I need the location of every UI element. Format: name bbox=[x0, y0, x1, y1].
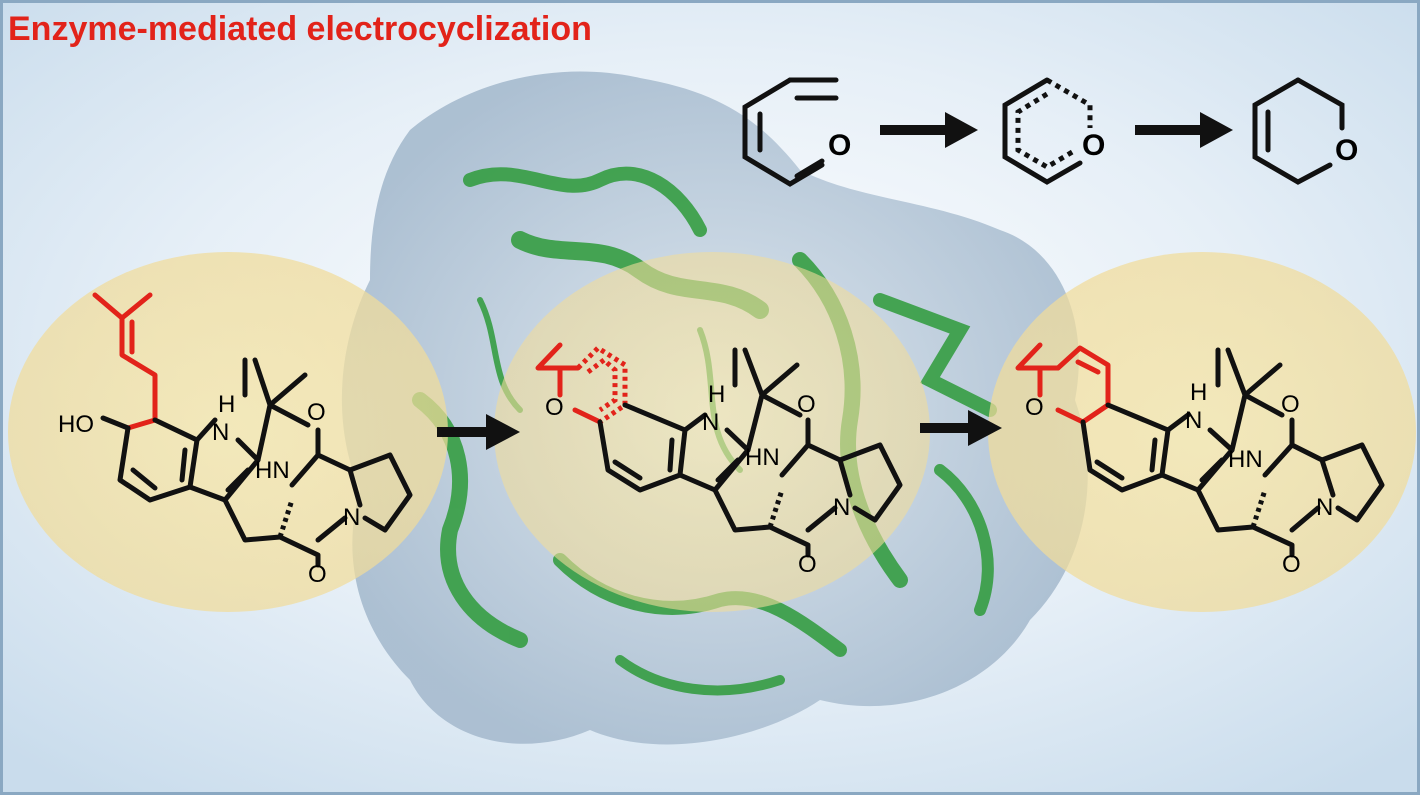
dkp-o-label-2a: O bbox=[797, 391, 816, 418]
indole-h-label-3: H bbox=[1190, 379, 1207, 406]
indole-n-label-1: N bbox=[212, 419, 229, 446]
transition-state-molecule: O N H HN O O N bbox=[535, 342, 903, 578]
proline-n-label-2: N bbox=[833, 494, 850, 521]
reaction-arrow-icon bbox=[945, 112, 978, 148]
reaction-arrow-icon bbox=[486, 414, 520, 450]
dkp-o-label-3b: O bbox=[1282, 551, 1301, 578]
indole-h-label-2: H bbox=[708, 381, 725, 408]
dkp-hn-label-1: HN bbox=[255, 457, 290, 484]
reaction-arrow-icon bbox=[968, 410, 1002, 446]
product-ring-o-label: O bbox=[1025, 394, 1044, 421]
product-molecule: O N H HN O O N bbox=[1015, 342, 1385, 578]
hydroxyl-label: HO bbox=[58, 411, 94, 438]
dkp-o-label-3a: O bbox=[1281, 391, 1300, 418]
mini-o-2: O bbox=[1082, 129, 1105, 162]
indole-n-label-2: N bbox=[702, 409, 719, 436]
reaction-arrow-icon bbox=[1200, 112, 1233, 148]
mini-pyran: O bbox=[1252, 77, 1358, 185]
mini-o-3: O bbox=[1335, 134, 1358, 167]
proline-n-label-1: N bbox=[343, 504, 360, 531]
ts-ring-o-label: O bbox=[545, 394, 564, 421]
mini-dienone: O bbox=[742, 77, 851, 187]
mini-transition-state: O bbox=[1002, 77, 1105, 185]
dkp-o-label-1a: O bbox=[307, 399, 326, 426]
mini-scheme: O O O bbox=[742, 77, 1358, 187]
dkp-o-label-1b: O bbox=[308, 561, 327, 588]
substrate-molecule: HO N H HN O O N bbox=[58, 292, 413, 588]
dkp-o-label-2b: O bbox=[798, 551, 817, 578]
proline-n-label-3: N bbox=[1316, 494, 1333, 521]
dkp-hn-label-3: HN bbox=[1228, 446, 1263, 473]
indole-n-label-3: N bbox=[1185, 407, 1202, 434]
halo-product bbox=[988, 252, 1416, 612]
dkp-hn-label-2: HN bbox=[745, 444, 780, 471]
figure-title: Enzyme-mediated electrocyclization bbox=[8, 10, 592, 48]
indole-h-label-1: H bbox=[218, 391, 235, 418]
mini-o-1: O bbox=[828, 129, 851, 162]
